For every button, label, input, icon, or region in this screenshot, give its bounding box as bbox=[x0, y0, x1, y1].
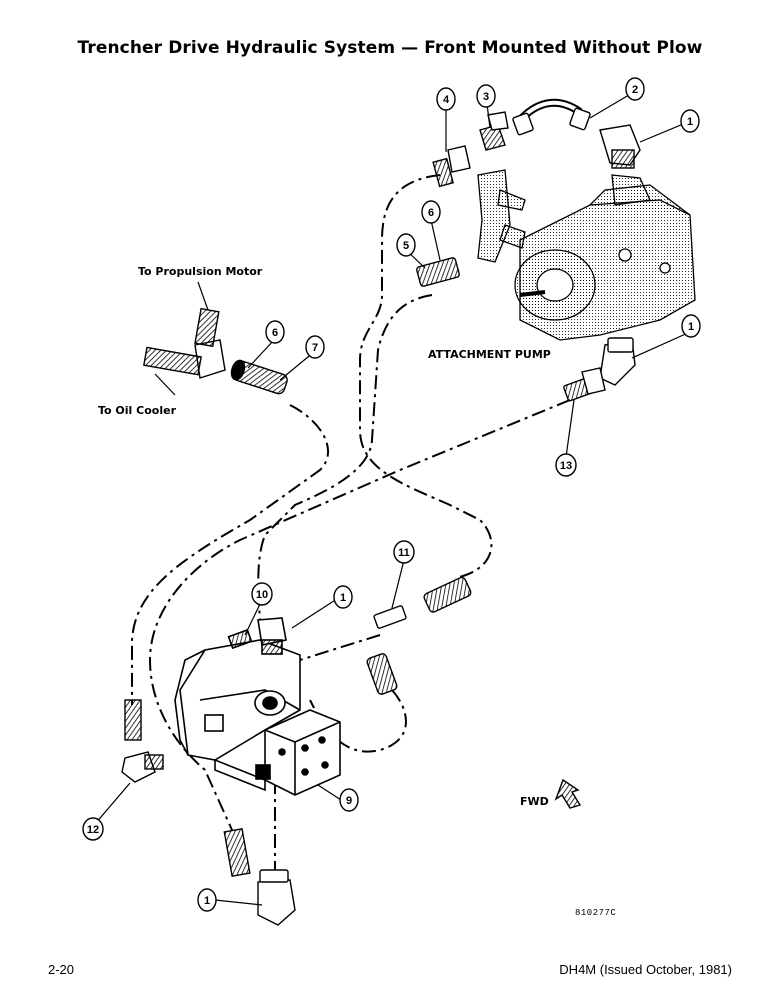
callouts bbox=[82, 77, 701, 912]
hose-lines bbox=[131, 174, 571, 880]
callout-7 bbox=[305, 335, 325, 359]
label-oil-cooler: To Oil Cooler bbox=[98, 404, 176, 417]
trencher-motor bbox=[174, 617, 341, 796]
callout-12 bbox=[82, 817, 104, 841]
drawing-number: 810277C bbox=[575, 908, 617, 918]
callout-6-left bbox=[265, 320, 285, 344]
callout-number: 4 bbox=[443, 94, 450, 106]
callout-number: 1 bbox=[687, 116, 693, 128]
top-fittings bbox=[416, 98, 641, 287]
callout-5 bbox=[396, 233, 416, 257]
callout-number: 9 bbox=[346, 795, 352, 807]
callout-4 bbox=[436, 87, 456, 111]
callout-number: 1 bbox=[688, 321, 694, 333]
label-propulsion-motor: To Propulsion Motor bbox=[138, 265, 263, 278]
callout-9 bbox=[339, 788, 359, 812]
attachment-pump bbox=[477, 169, 696, 341]
callout-1-right bbox=[681, 314, 701, 338]
callout-number: 5 bbox=[403, 240, 409, 252]
hose-oil-cooler-line bbox=[131, 404, 330, 705]
page-title: Trencher Drive Hydraulic System — Front … bbox=[77, 38, 703, 58]
hose-suction-return bbox=[257, 294, 433, 641]
callout-3 bbox=[476, 84, 496, 108]
callout-2 bbox=[625, 77, 645, 101]
lower-fittings bbox=[121, 576, 472, 926]
callout-10 bbox=[251, 582, 273, 606]
callout-11 bbox=[393, 540, 415, 564]
callout-number: 7 bbox=[312, 342, 318, 354]
callout-numbers: 1 2 3 4 6 5 6 7 1 13 11 10 1 9 12 1 bbox=[87, 84, 694, 907]
right-fittings bbox=[563, 337, 636, 402]
hose-pump-to-motor bbox=[359, 174, 493, 579]
callout-number: 1 bbox=[204, 895, 210, 907]
callout-13 bbox=[555, 453, 577, 477]
callout-number: 3 bbox=[483, 91, 489, 103]
page-number: 2-20 bbox=[48, 962, 75, 977]
document-id: DH4M (Issued October, 1981) bbox=[559, 962, 732, 977]
callout-number: 6 bbox=[428, 207, 434, 219]
callout-number: 6 bbox=[272, 327, 278, 339]
fwd-arrow-icon bbox=[554, 778, 582, 809]
callout-1-mid bbox=[333, 585, 353, 609]
callout-6-top bbox=[421, 200, 441, 224]
callout-number: 10 bbox=[256, 589, 268, 601]
callout-number: 12 bbox=[87, 824, 99, 836]
callout-number: 13 bbox=[560, 460, 572, 472]
tee-fitting bbox=[143, 307, 288, 395]
hose-case-drain bbox=[148, 399, 571, 831]
callout-number: 2 bbox=[632, 84, 638, 96]
label-attachment-pump: ATTACHMENT PUMP bbox=[428, 348, 551, 361]
callout-1-top bbox=[680, 109, 700, 133]
label-fwd: FWD bbox=[520, 795, 549, 808]
callout-number: 11 bbox=[398, 547, 410, 559]
callout-number: 1 bbox=[340, 592, 346, 604]
callout-1-bottom bbox=[197, 888, 217, 912]
